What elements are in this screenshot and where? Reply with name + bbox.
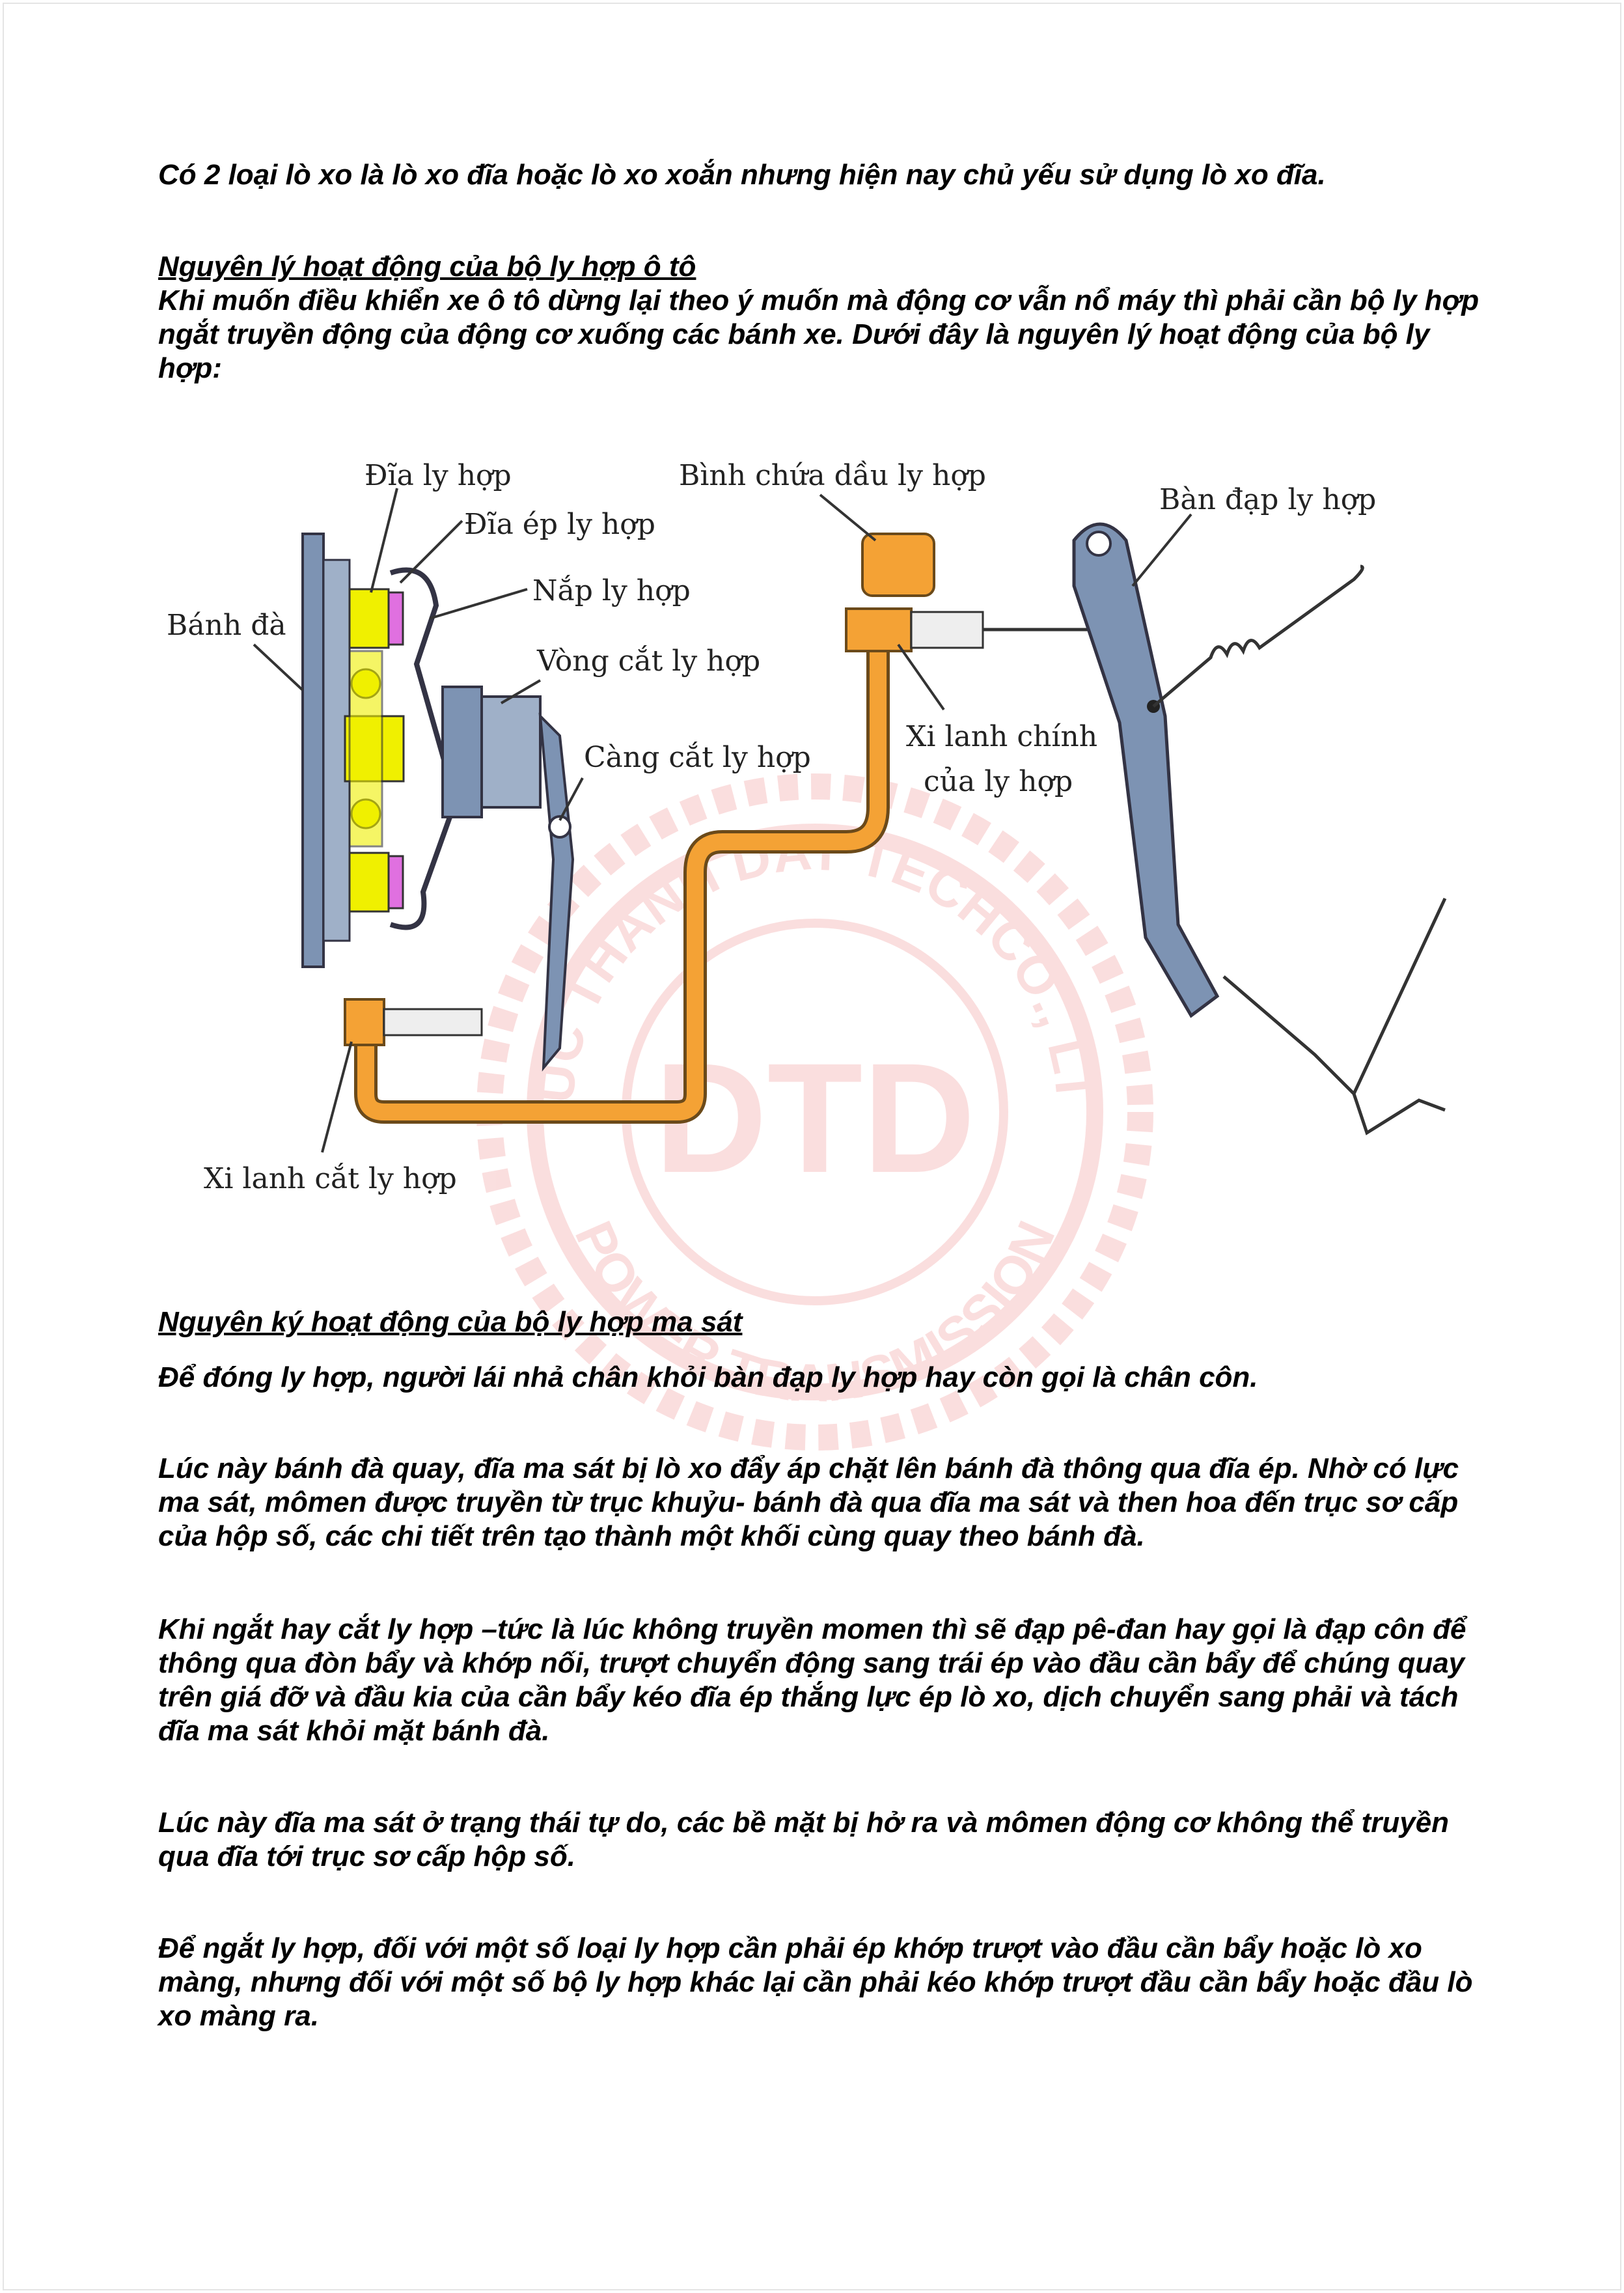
paragraph-springs: Có 2 loại lò xo là lò xo đĩa hoặc lò xo … [158, 159, 1326, 191]
label-clutch-disc: Đĩa ly hợp [365, 459, 512, 492]
page-border [3, 3, 1621, 2290]
label-clutch-cover: Nắp ly hợp [532, 574, 691, 607]
watermark-center-text: DTD [654, 1031, 975, 1205]
label-reservoir: Bình chứa dầu ly hợp [679, 459, 986, 492]
section-heading-friction-clutch: Nguyên ký hoạt động của bộ ly hợp ma sát [158, 1306, 743, 1338]
label-pressure-plate: Đĩa ép ly hợp [464, 508, 655, 541]
section-heading-clutch-principle: Nguyên lý hoạt động của bộ ly hợp ô tô [158, 251, 696, 283]
leader-lines [253, 488, 1192, 1153]
label-release-fork: Càng cắt ly hợp [584, 741, 811, 774]
label-release-bearing: Vòng cắt ly hợp [536, 645, 760, 678]
flywheel-assembly [301, 533, 575, 1072]
paragraph-4: Lúc này đĩa ma sát ở trạng thái tự do, c… [158, 1807, 1450, 1872]
paragraph-5: Để ngắt ly hợp, đối với một số loại ly h… [158, 1932, 1473, 2032]
label-master-cylinder: Xi lanh chính [906, 720, 1097, 753]
paragraph-1: Để đóng ly hợp, người lái nhả chân khỏi … [158, 1361, 1258, 1393]
hydraulic-line [344, 533, 1133, 1124]
paragraph-intro: Khi muốn điều khiển xe ô tô dừng lại the… [158, 285, 1479, 384]
paragraph-2: Lúc này bánh đà quay, đĩa ma sát bị lò x… [158, 1452, 1459, 1552]
label-slave-cylinder: Xi lanh cắt ly hợp [204, 1162, 457, 1195]
paragraph-3: Khi ngắt hay cắt ly hợp –tức là lúc khôn… [158, 1613, 1466, 1747]
label-flywheel: Bánh đà [167, 609, 286, 642]
label-pedal: Bàn đạp ly hợp [1159, 483, 1376, 516]
clutch-pedal [1072, 522, 1447, 1135]
label-master-cylinder-line2: của ly hợp [924, 765, 1073, 798]
company-watermark: DUC THANH DAT TECHCO., LTD POWER TRANSMI… [0, 0, 1153, 1451]
